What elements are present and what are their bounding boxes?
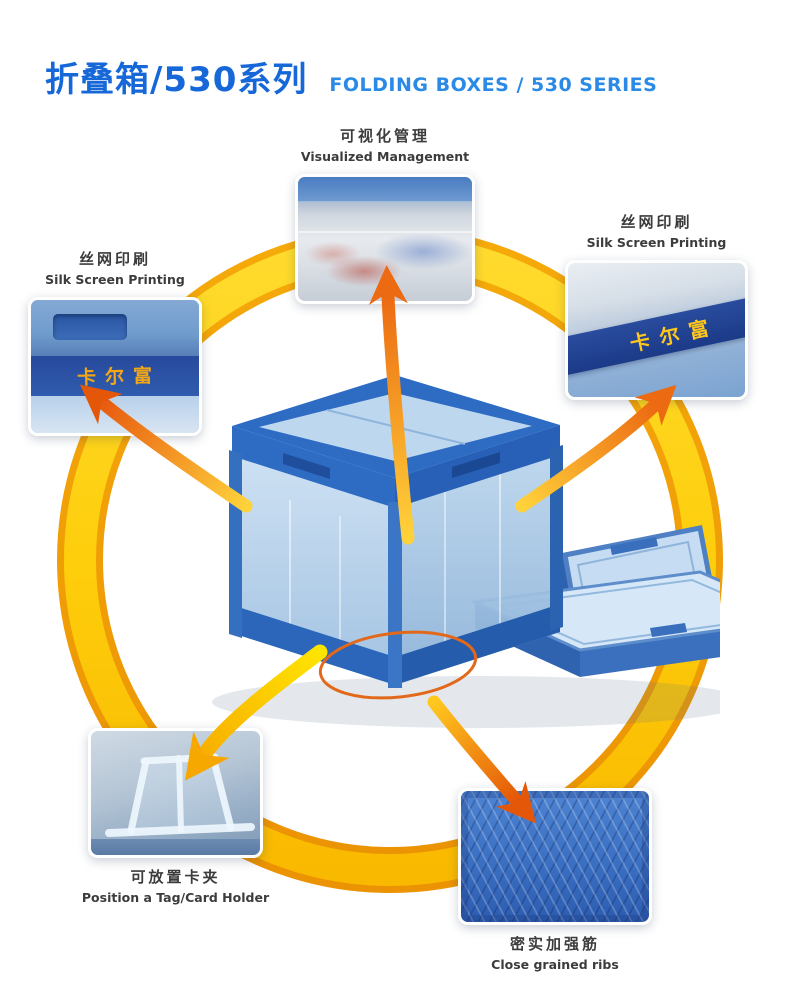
printed-band: 卡尔富 [568, 291, 745, 377]
callout-card-holder: 可放置卡夹 Position a Tag/Card Holder [82, 728, 269, 907]
card-holder-graphic [105, 753, 255, 837]
crate-inner-edge [298, 230, 472, 233]
assembled-crate [229, 375, 563, 688]
callout-visualized-management: 可视化管理 Visualized Management [295, 126, 475, 304]
detail-photo-close-grained-ribs [458, 788, 652, 925]
caption-card-holder: 可放置卡夹 Position a Tag/Card Holder [82, 867, 269, 907]
label-en: Position a Tag/Card Holder [81, 889, 270, 905]
detail-photo-card-holder [88, 728, 263, 858]
label-zh: 密实加强筋 [509, 935, 601, 953]
caption-silk-screen-right: 丝网印刷 Silk Screen Printing [587, 212, 727, 252]
detail-photo-visualized-management [295, 173, 475, 304]
label-en: Silk Screen Printing [586, 234, 727, 250]
label-zh: 丝网印刷 [78, 250, 152, 268]
label-en: Close grained ribs [491, 956, 619, 972]
crate-rim-detail [298, 176, 472, 202]
label-en: Silk Screen Printing [45, 271, 185, 287]
caption-silk-screen-left: 丝网印刷 Silk Screen Printing [45, 249, 185, 289]
detail-photo-silk-screen-right: 卡尔富 [565, 259, 748, 400]
brand-text-silkscreen: 卡尔富 [627, 313, 721, 356]
callout-close-grained-ribs: 密实加强筋 Close grained ribs [458, 788, 652, 974]
printed-band: 卡尔富 [31, 355, 199, 396]
page-title-zh: 折叠箱/530系列 [45, 60, 308, 100]
crate-edge-detail [91, 839, 260, 855]
callout-silk-screen-right: 丝网印刷 Silk Screen Printing 卡尔富 [565, 212, 748, 400]
product-photo [180, 350, 793, 750]
page-header: 折叠箱/530系列 FOLDING BOXES / 530 SERIES [45, 52, 657, 101]
label-zh: 丝网印刷 [620, 213, 693, 231]
caption-visualized-management: 可视化管理 Visualized Management [301, 126, 469, 166]
label-zh: 可放置卡夹 [130, 868, 221, 886]
handle-slot [53, 313, 127, 340]
brand-text-silkscreen: 卡尔富 [77, 365, 162, 390]
callout-silk-screen-left: 丝网印刷 Silk Screen Printing 卡尔富 [28, 249, 202, 436]
caption-close-grained-ribs: 密实加强筋 Close grained ribs [491, 934, 619, 974]
page-title-en: FOLDING BOXES / 530 SERIES [329, 74, 658, 96]
folding-boxes-illustration [212, 375, 793, 728]
crate-wall-detail [31, 395, 199, 433]
detail-photo-silk-screen-left: 卡尔富 [28, 296, 202, 436]
label-en: Visualized Management [300, 148, 470, 164]
label-zh: 可视化管理 [339, 127, 430, 145]
product-shadow [212, 676, 748, 728]
